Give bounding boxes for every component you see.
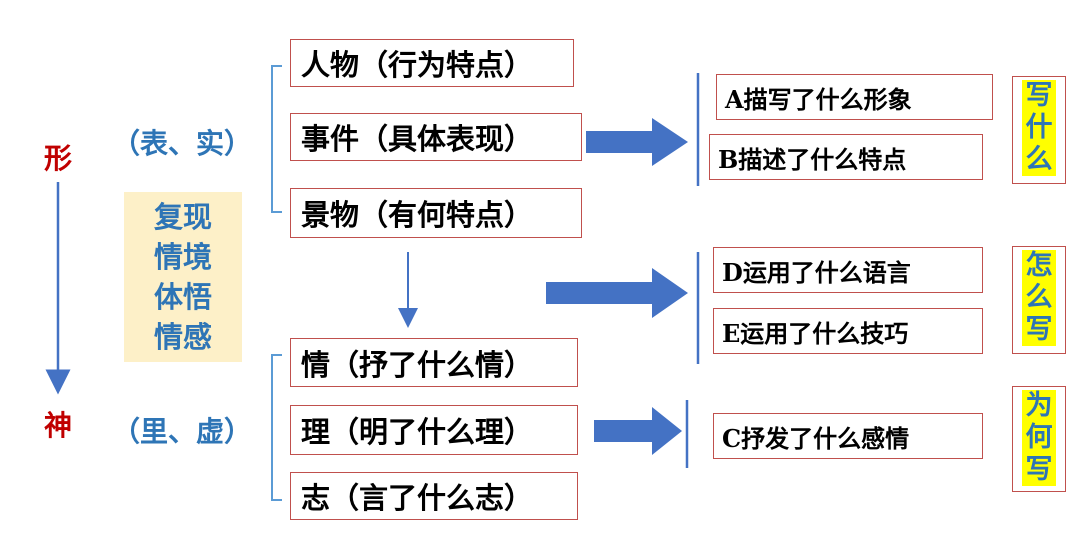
question-what: 写什么	[1022, 80, 1056, 176]
box-c: C抒发了什么感情	[713, 413, 983, 459]
bottom-bracket	[271, 354, 282, 501]
box-qing: 情（抒了什么情）	[290, 338, 578, 387]
reflection-line-1: 复现	[153, 200, 212, 234]
box-e: E运用了什么技巧	[713, 308, 983, 354]
xing-label: 形	[44, 142, 73, 175]
box-renwu: 人物（行为特点）	[290, 39, 574, 87]
box-shijian: 事件（具体表现）	[290, 113, 582, 161]
reflection-line-4: 情感	[153, 320, 212, 354]
reflection-line-3: 体悟	[153, 280, 212, 314]
box-b: B描述了什么特点	[709, 134, 983, 180]
box-d: D运用了什么语言	[713, 247, 983, 293]
block-arrow-why	[594, 407, 682, 455]
block-arrow-how	[546, 268, 688, 318]
question-how-box: 怎么写	[1012, 246, 1066, 354]
box-zhi: 志（言了什么志）	[290, 472, 578, 520]
question-why-box: 为何写	[1012, 386, 1066, 492]
shen-label: 神	[44, 409, 73, 442]
question-why: 为何写	[1022, 390, 1056, 486]
question-what-box: 写什么	[1012, 76, 1066, 184]
biao-shi-label: （表、实）	[112, 127, 253, 160]
question-how: 怎么写	[1022, 250, 1056, 346]
box-li: 理（明了什么理）	[290, 405, 578, 455]
reflection-line-2: 情境	[153, 240, 212, 274]
reflection-box: 复现 情境 体悟 情感	[124, 192, 242, 362]
top-bracket	[271, 65, 282, 213]
block-arrow-what	[586, 118, 688, 166]
box-jingwu: 景物（有何特点）	[290, 188, 582, 238]
box-a: A描写了什么形象	[716, 74, 993, 120]
li-xu-label: （里、虚）	[112, 415, 253, 448]
